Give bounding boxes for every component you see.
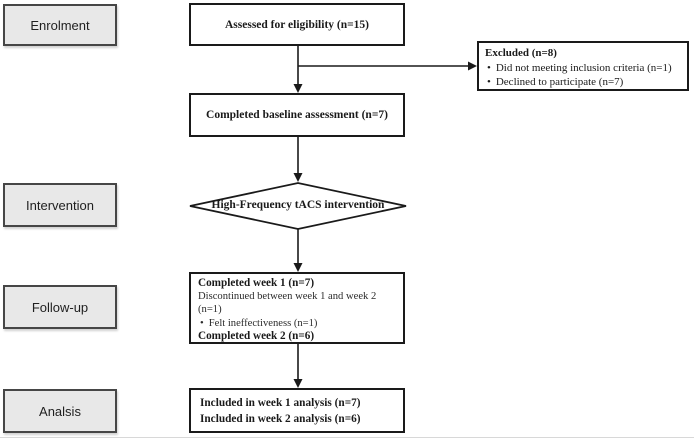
assessed-eligibility-text: Assessed for eligibility (n=15) — [224, 18, 370, 31]
arrowhead-down-icon — [293, 173, 303, 182]
stage-label: Intervention — [26, 197, 94, 213]
followup-line: Completed week 2 (n=6) — [198, 329, 315, 342]
arrowhead-down-icon — [293, 84, 303, 93]
analysis-line: Included in week 2 analysis (n=6) — [200, 413, 361, 425]
stage-label: Analsis — [39, 403, 81, 419]
assessed-eligibility-box: Assessed for eligibility (n=15) — [189, 3, 405, 46]
followup-line: Discontinued between week 1 and week 2 — [198, 291, 377, 303]
followup-bullet: Felt ineffectiveness (n=1) — [198, 317, 396, 330]
stage-box-analsis: Analsis — [3, 389, 117, 433]
followup-box: Completed week 1 (n=7) Discontinued betw… — [189, 272, 405, 344]
stage-label: Enrolment — [30, 17, 90, 33]
excluded-bullet: Did not meeting inclusion criteria (n=1) — [485, 61, 681, 76]
stage-box-enrolment: Enrolment — [3, 4, 117, 46]
arrowhead-down-icon — [293, 379, 303, 388]
stage-box-intervention: Intervention — [3, 183, 117, 227]
followup-line: Completed week 1 (n=7) — [198, 277, 315, 289]
arrowhead-right-icon — [468, 61, 477, 71]
intervention-diamond-label: High-Frequency tACS intervention — [211, 199, 385, 211]
excluded-title: Excluded (n=8) — [485, 47, 557, 59]
analysis-line: Included in week 1 analysis (n=7) — [200, 397, 361, 409]
intervention-diamond — [189, 182, 407, 230]
baseline-assessment-text: Completed baseline assessment (n=7) — [206, 109, 388, 121]
stage-label: Follow-up — [31, 299, 89, 315]
arrowhead-down-icon — [293, 263, 303, 272]
analysis-box: Included in week 1 analysis (n=7) Includ… — [189, 388, 405, 433]
followup-line: (n=1) — [198, 304, 222, 316]
stage-box-followup: Follow-up — [3, 285, 117, 329]
excluded-box: Excluded (n=8) Did not meeting inclusion… — [477, 41, 689, 91]
excluded-bullet: Declined to participate (n=7) — [485, 75, 681, 90]
baseline-assessment-box: Completed baseline assessment (n=7) — [189, 93, 405, 137]
